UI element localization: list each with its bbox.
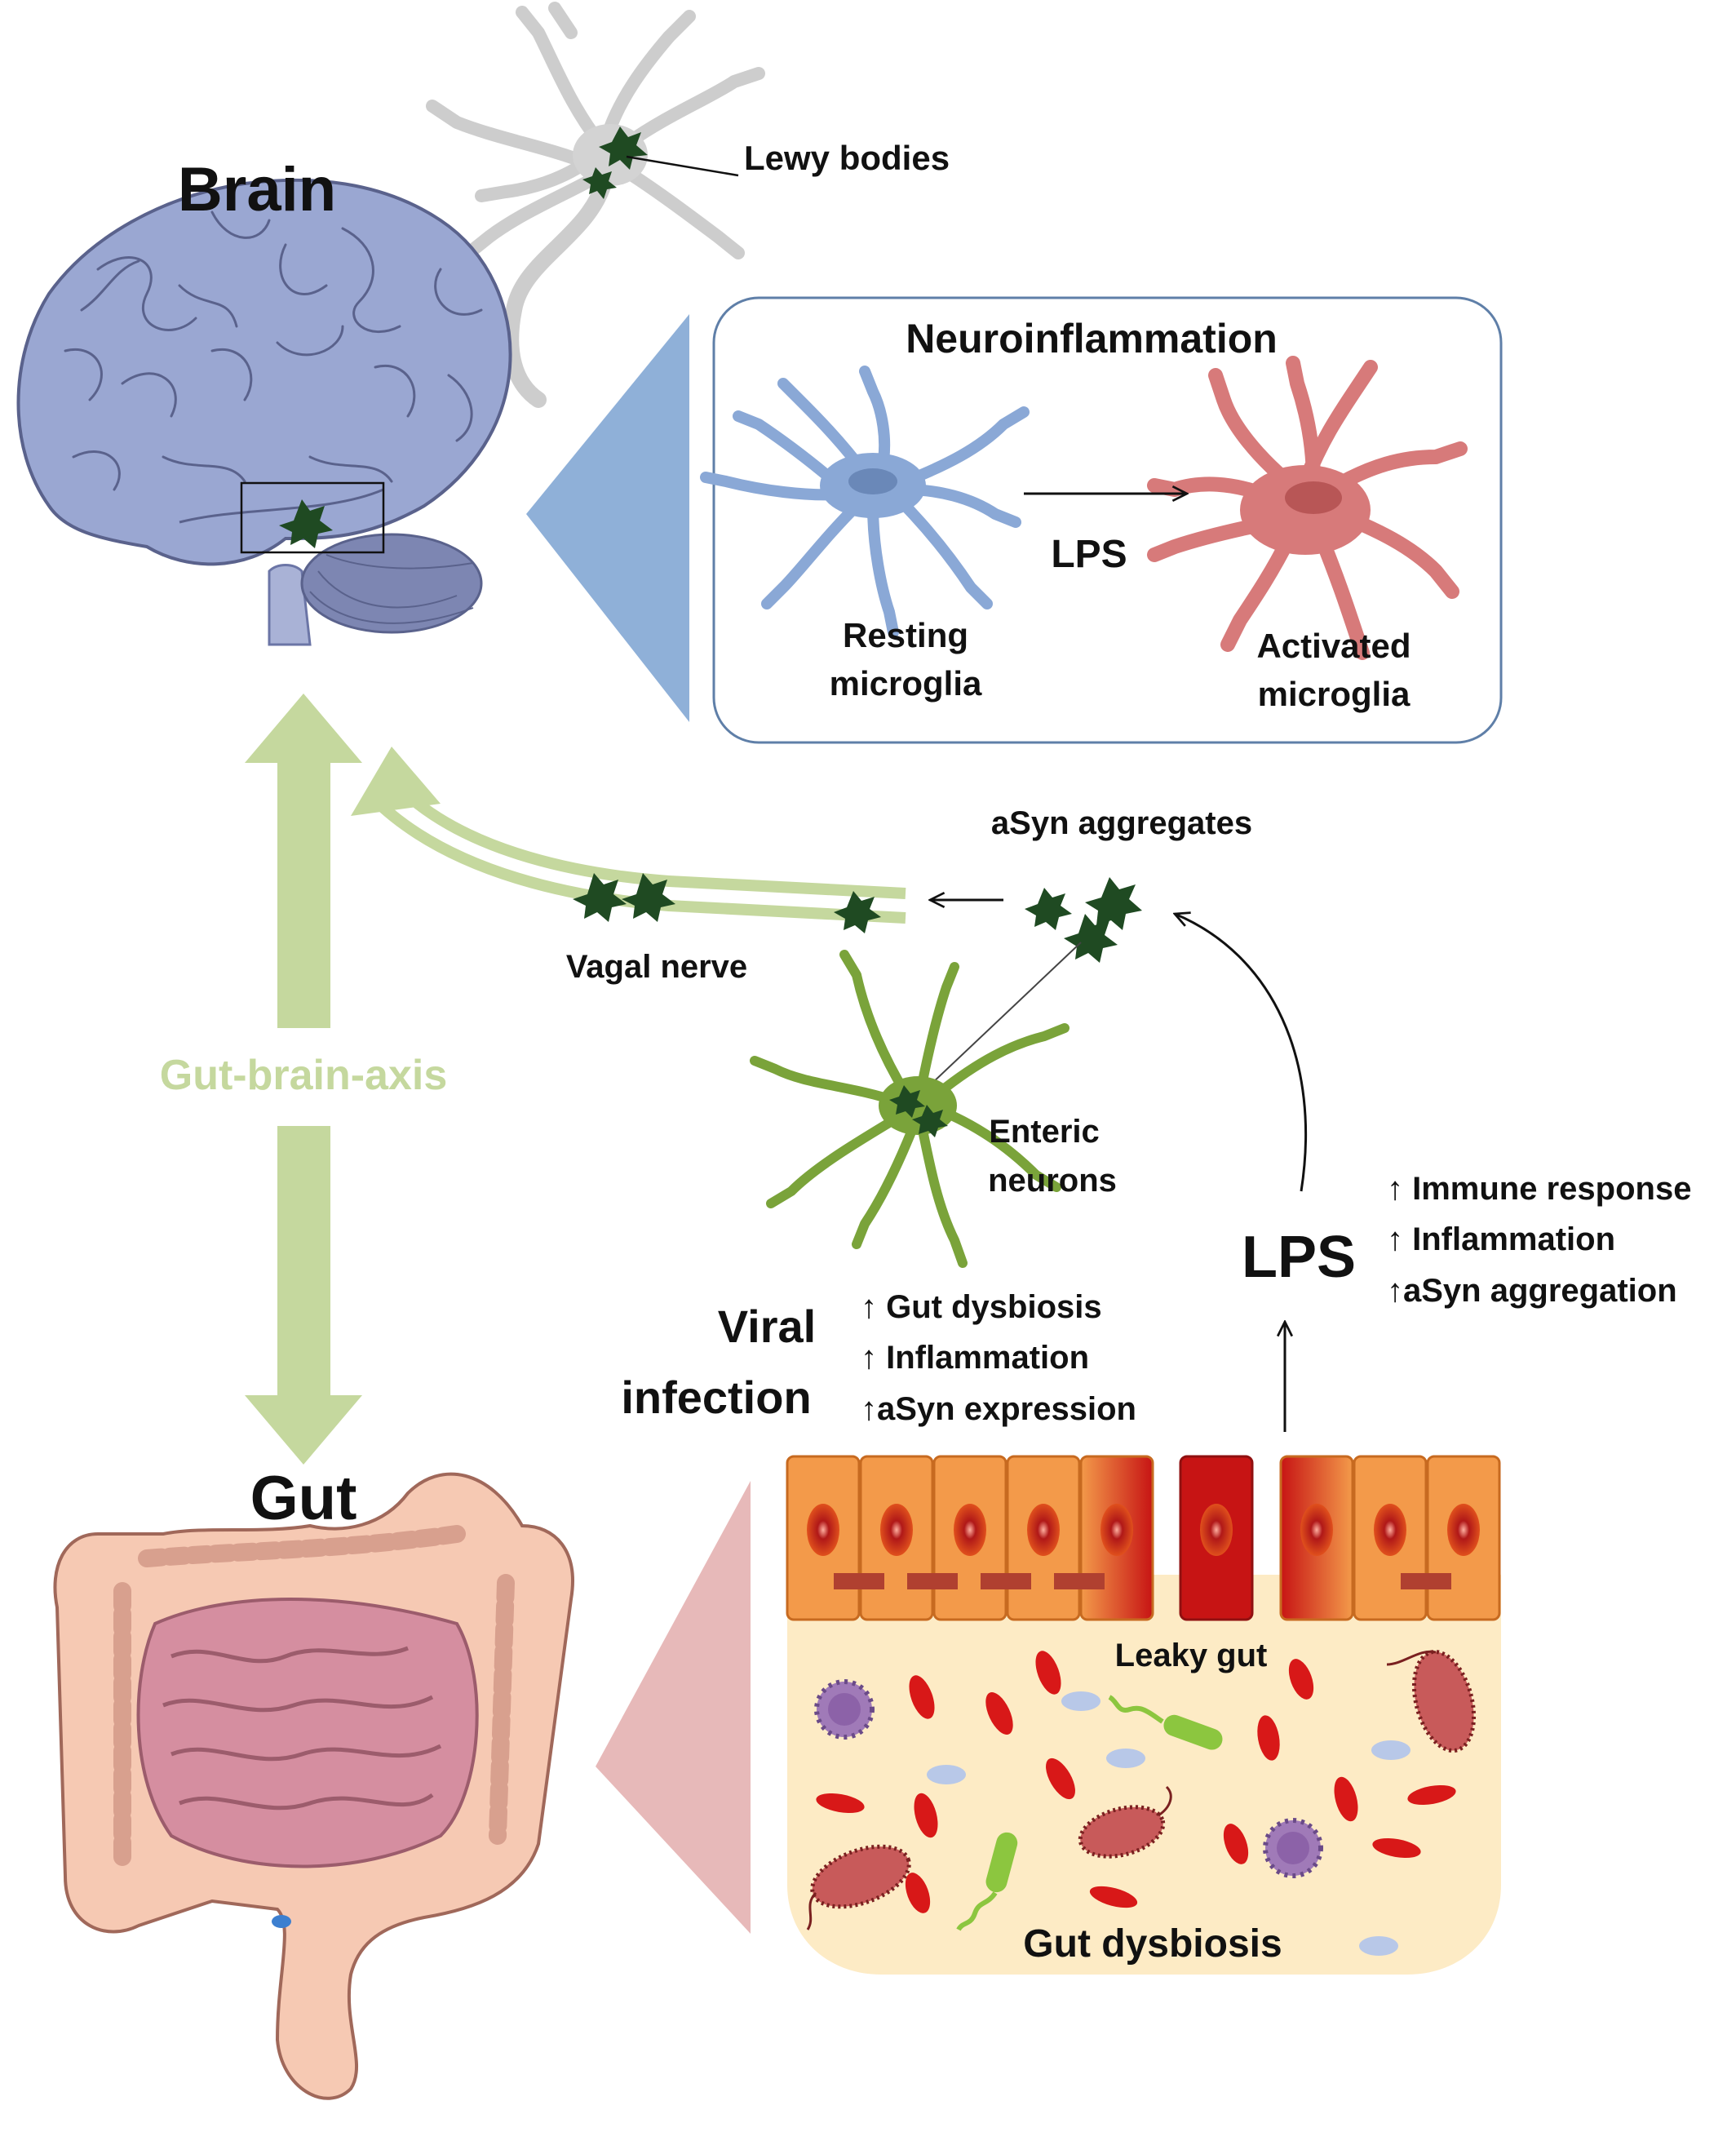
vagal-nerve-label: Vagal nerve (566, 949, 747, 985)
activated-microglia-label-line2: microglia (1258, 675, 1410, 713)
vagal-aggregate (622, 873, 675, 922)
gut-brain-axis-arrow (245, 694, 362, 1465)
neuron-with-lewy-bodies (426, 2, 765, 408)
spiky-bacterium (806, 1844, 911, 1930)
activated-microglia-label-line1: Activated (1256, 627, 1410, 665)
enteric-to-aggregates-line (929, 942, 1082, 1086)
resting-microglia (700, 366, 1030, 638)
brain-region-box (240, 481, 385, 554)
lps-effect-2: ↑aSyn aggregation (1387, 1273, 1677, 1309)
brain-aggregate (279, 499, 333, 548)
viral-infection-label-line2: infection (621, 1372, 811, 1423)
gut-dysbiosis-panel: Leaky gut Gut dysbiosis (786, 1455, 1501, 1975)
gut-title: Gut (250, 1464, 357, 1533)
neuroinflammation-panel: Neuroinflammation LPS Resting microglia … (700, 296, 1503, 744)
virus-particle (814, 1679, 875, 1740)
lps-to-aggregates-arrow (1175, 914, 1308, 1192)
viral-effect-0: ↑ Gut dysbiosis (861, 1289, 1102, 1325)
enteric-neurons-label-line1: Enteric (989, 1114, 1100, 1150)
immune-cells (927, 1691, 1410, 1956)
lewy-body-aggregate (599, 126, 648, 170)
resting-microglia-label-line1: Resting (843, 616, 968, 654)
neuroinflammation-title: Neuroinflammation (906, 316, 1278, 361)
lps-label: LPS (1242, 1225, 1356, 1290)
vagal-aggregate (834, 891, 881, 933)
resting-microglia-label-line2: microglia (830, 664, 982, 703)
enteric-neuron (750, 950, 1070, 1268)
lps-effect-1: ↑ Inflammation (1387, 1221, 1615, 1257)
brain-zoom-cone (526, 314, 689, 722)
viral-effect-2: ↑aSyn expression (861, 1391, 1136, 1427)
vagal-nerve (351, 747, 906, 933)
gut-zoom-cone (596, 1481, 751, 1934)
viral-effect-1: ↑ Inflammation (861, 1340, 1089, 1376)
vagal-aggregate (573, 873, 627, 922)
red-blood-cells (816, 1651, 1456, 1913)
epithelial-cell-row (786, 1455, 1501, 1621)
rod-bacterium (956, 1832, 1018, 1931)
lewy-bodies-label: Lewy bodies (744, 139, 950, 177)
leaky-gut-label: Leaky gut (1115, 1638, 1268, 1673)
gut-brain-axis-label: Gut-brain-axis (160, 1052, 448, 1099)
intestines-illustration (53, 1472, 574, 2100)
viral-infection-label-line1: Viral (718, 1301, 816, 1352)
lps-activation-label: LPS (1051, 533, 1127, 576)
spiky-bacterium (1386, 1649, 1477, 1753)
asyn-aggregates-label: aSyn aggregates (991, 805, 1252, 841)
rod-bacterium (1108, 1695, 1223, 1750)
brain-illustration (16, 178, 512, 646)
asyn-aggregates-cluster (1025, 877, 1142, 963)
virus-particle (1263, 1818, 1323, 1878)
lewy-body-aggregate (582, 167, 617, 199)
spiky-bacterium (1078, 1785, 1172, 1859)
enteric-neurons-label-line2: neurons (988, 1163, 1117, 1199)
activated-microglia (1147, 356, 1468, 660)
brain-title: Brain (178, 155, 336, 224)
gut-dysbiosis-label: Gut dysbiosis (1023, 1922, 1282, 1966)
lps-effect-0: ↑ Immune response (1387, 1171, 1691, 1207)
